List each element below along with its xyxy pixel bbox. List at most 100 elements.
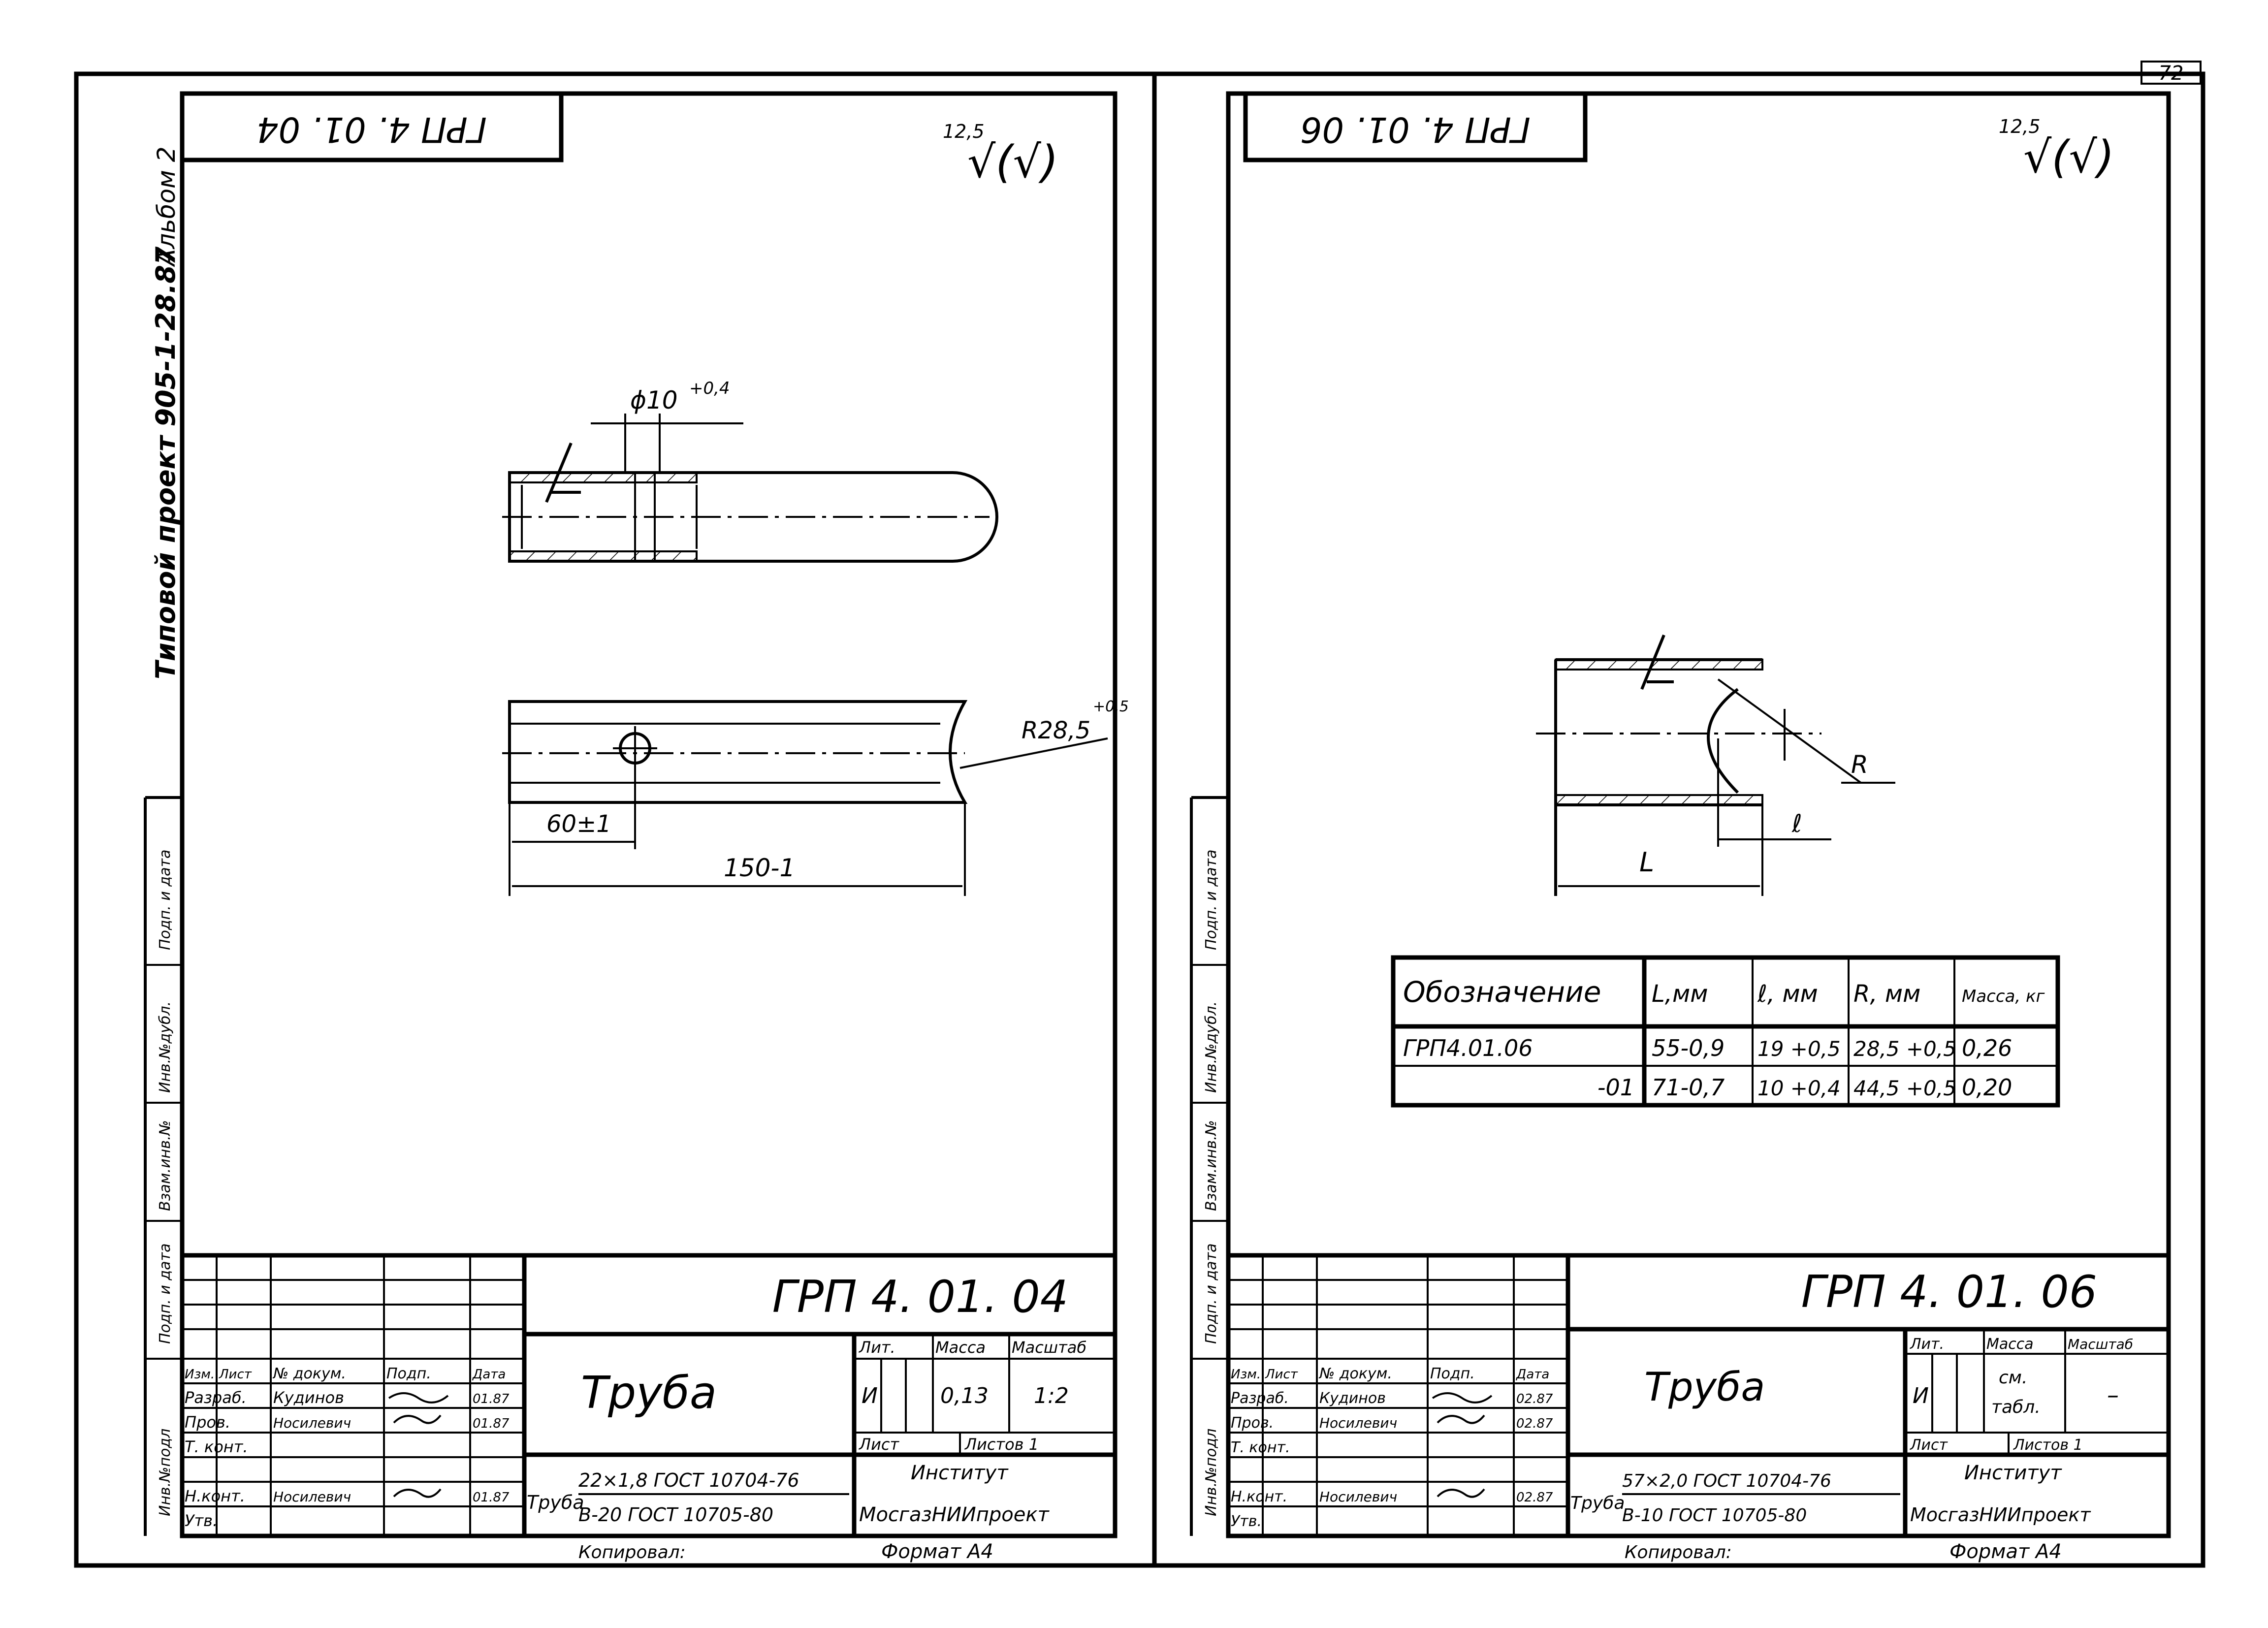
- scale-value: –: [2107, 1381, 2119, 1409]
- mass-label: Масса: [1986, 1336, 2034, 1353]
- signature-scribble: [388, 1392, 449, 1498]
- left-sheet: Инв.№подл Подп. и дата Взам.инв.№ Инв.№д…: [144, 91, 1129, 1563]
- lit-value: И: [862, 1383, 878, 1408]
- col-sign: Подп.: [386, 1365, 431, 1382]
- table-header: L,мм: [1652, 980, 1708, 1008]
- lit-label: Лит.: [859, 1338, 895, 1357]
- margin-field-sign2: Подп. и дата: [157, 850, 174, 950]
- lit-value: И: [1913, 1383, 1929, 1408]
- col-izm: Изм.: [1231, 1367, 1261, 1382]
- margin-field-sign: Подп. и дата: [157, 1244, 174, 1344]
- col-date: Дата: [1516, 1367, 1549, 1382]
- table-header: Обозначение: [1403, 975, 1601, 1009]
- outer-frame: [74, 71, 2205, 1568]
- row-role: Разраб.: [1231, 1390, 1289, 1407]
- table-cell: ГРП4.01.06: [1403, 1035, 1533, 1061]
- radius-tol: +0,5: [1093, 698, 1129, 715]
- row-date: 02.87: [1516, 1490, 1553, 1505]
- pipe-cut-view: R ℓ L: [1536, 634, 1895, 896]
- col-sign: Подп.: [1430, 1365, 1475, 1382]
- hole-dia-dim: ϕ10: [630, 386, 678, 415]
- org-line1: Институт: [1964, 1462, 2062, 1484]
- row-date: 02.87: [1516, 1416, 1553, 1431]
- right-corner-code: ГРП 4. 01. 06: [1300, 109, 1531, 150]
- row-role: Т. конт.: [1231, 1439, 1290, 1456]
- material-prefix: Труба: [527, 1492, 584, 1513]
- material-line2: В-20 ГОСТ 10705-80: [578, 1504, 773, 1526]
- pipe-section-view: ϕ10 +0,4: [502, 379, 998, 563]
- sheets-label: Листов 1: [2013, 1436, 2083, 1454]
- org-line2: МосгазНИИпроект: [1910, 1504, 2091, 1526]
- table-header: Масса, кг: [1962, 987, 2045, 1006]
- sheets-label: Листов 1: [964, 1435, 1039, 1454]
- table-cell: 71-0,7: [1652, 1074, 1725, 1101]
- material-line2: В-10 ГОСТ 10705-80: [1622, 1505, 1807, 1526]
- scale-value: 1:2: [1034, 1383, 1069, 1408]
- row-date: 01.87: [473, 1392, 510, 1406]
- row-role: Т. конт.: [185, 1437, 248, 1456]
- hole-pos-dim: 60±1: [546, 810, 611, 838]
- row-role: Н.конт.: [1231, 1488, 1287, 1505]
- dimensions-table: Обозначение L,мм ℓ, мм R, мм Масса, кг Г…: [1391, 955, 2060, 1108]
- left-roughness-symbol: √(√): [967, 136, 1058, 188]
- margin-field-inv: Инв.№подл: [1203, 1429, 1220, 1516]
- table-cell: -01: [1597, 1074, 1634, 1101]
- left-roughness-value: 12,5: [943, 121, 985, 142]
- page-number: 72: [2159, 62, 2184, 85]
- row-role: Н.конт.: [185, 1487, 245, 1505]
- format-label: Формат А4: [1949, 1540, 2062, 1563]
- row-date: 01.87: [473, 1416, 510, 1431]
- row-date: 01.87: [473, 1490, 510, 1505]
- table-cell: 44,5 +0,5: [1853, 1076, 1956, 1100]
- org-line1: Институт: [911, 1462, 1009, 1484]
- page-number-box: [2140, 61, 2202, 85]
- col-doc: № докум.: [272, 1365, 346, 1382]
- row-role: Пров.: [185, 1413, 230, 1432]
- part-name: Труба: [581, 1367, 717, 1419]
- dim-R: R: [1851, 750, 1868, 779]
- col-list: Лист: [1265, 1367, 1298, 1382]
- right-sheet: Инв.№подл Подп. и дата Взам.инв.№ Инв.№д…: [1190, 91, 2171, 1563]
- format-label: Формат А4: [881, 1540, 993, 1563]
- copied-label: Копировал:: [578, 1542, 686, 1563]
- row-name: Кудинов: [273, 1388, 344, 1407]
- right-roughness-symbol: √(√): [2023, 131, 2114, 183]
- col-doc: № докум.: [1318, 1365, 1392, 1382]
- table-cell: 10 +0,4: [1757, 1076, 1841, 1100]
- lit-label: Лит.: [1910, 1336, 1944, 1353]
- table-header: R, мм: [1853, 980, 1920, 1008]
- col-izm: Изм.: [185, 1367, 215, 1382]
- hole-dia-tol: +0,4: [689, 379, 730, 398]
- org-line2: МосгазНИИпроект: [859, 1503, 1050, 1526]
- row-role: Разраб.: [185, 1388, 247, 1407]
- margin-field-replace: Взам.инв.№: [157, 1120, 174, 1211]
- sheet-label: Лист: [859, 1435, 899, 1454]
- margin-field-dup: Инв.№дубл.: [1203, 1001, 1220, 1093]
- row-date: 02.87: [1516, 1392, 1553, 1406]
- table-cell: 0,26: [1962, 1035, 2012, 1061]
- copied-label: Копировал:: [1625, 1542, 1732, 1563]
- table-header: ℓ, мм: [1757, 980, 1818, 1008]
- right-title-block: Изм. Лист № докум. Подп. Дата Разраб. Ку…: [1228, 1253, 2169, 1563]
- margin-field-sign: Подп. и дата: [1203, 1244, 1220, 1344]
- row-role: Утв.: [185, 1511, 218, 1530]
- scale-label: Масштаб: [2068, 1336, 2133, 1352]
- album-label: Альбом 2: [152, 147, 181, 267]
- material-line1: 22×1,8 ГОСТ 10704-76: [578, 1469, 799, 1491]
- length-dim: 150-1: [724, 854, 795, 882]
- designation: ГРП 4. 01. 04: [772, 1271, 1068, 1323]
- project-label: Типовой проект 905-1-28.87: [150, 246, 181, 679]
- mass-label: Масса: [935, 1338, 986, 1357]
- material-line1: 57×2,0 ГОСТ 10704-76: [1622, 1471, 1831, 1491]
- pipe-top-view: R28,5 +0,5 60±1 150-1: [502, 698, 1129, 896]
- row-role: Утв.: [1231, 1513, 1262, 1530]
- dim-l: ℓ: [1791, 809, 1802, 838]
- scale-label: Масштаб: [1012, 1338, 1086, 1357]
- dim-L: L: [1639, 847, 1654, 878]
- margin-field-replace: Взам.инв.№: [1203, 1120, 1220, 1211]
- designation: ГРП 4. 01. 06: [1801, 1266, 2097, 1318]
- mass-value: 0,13: [940, 1383, 989, 1408]
- mass-value-2: табл.: [1991, 1397, 2041, 1417]
- row-name: Кудинов: [1319, 1390, 1386, 1407]
